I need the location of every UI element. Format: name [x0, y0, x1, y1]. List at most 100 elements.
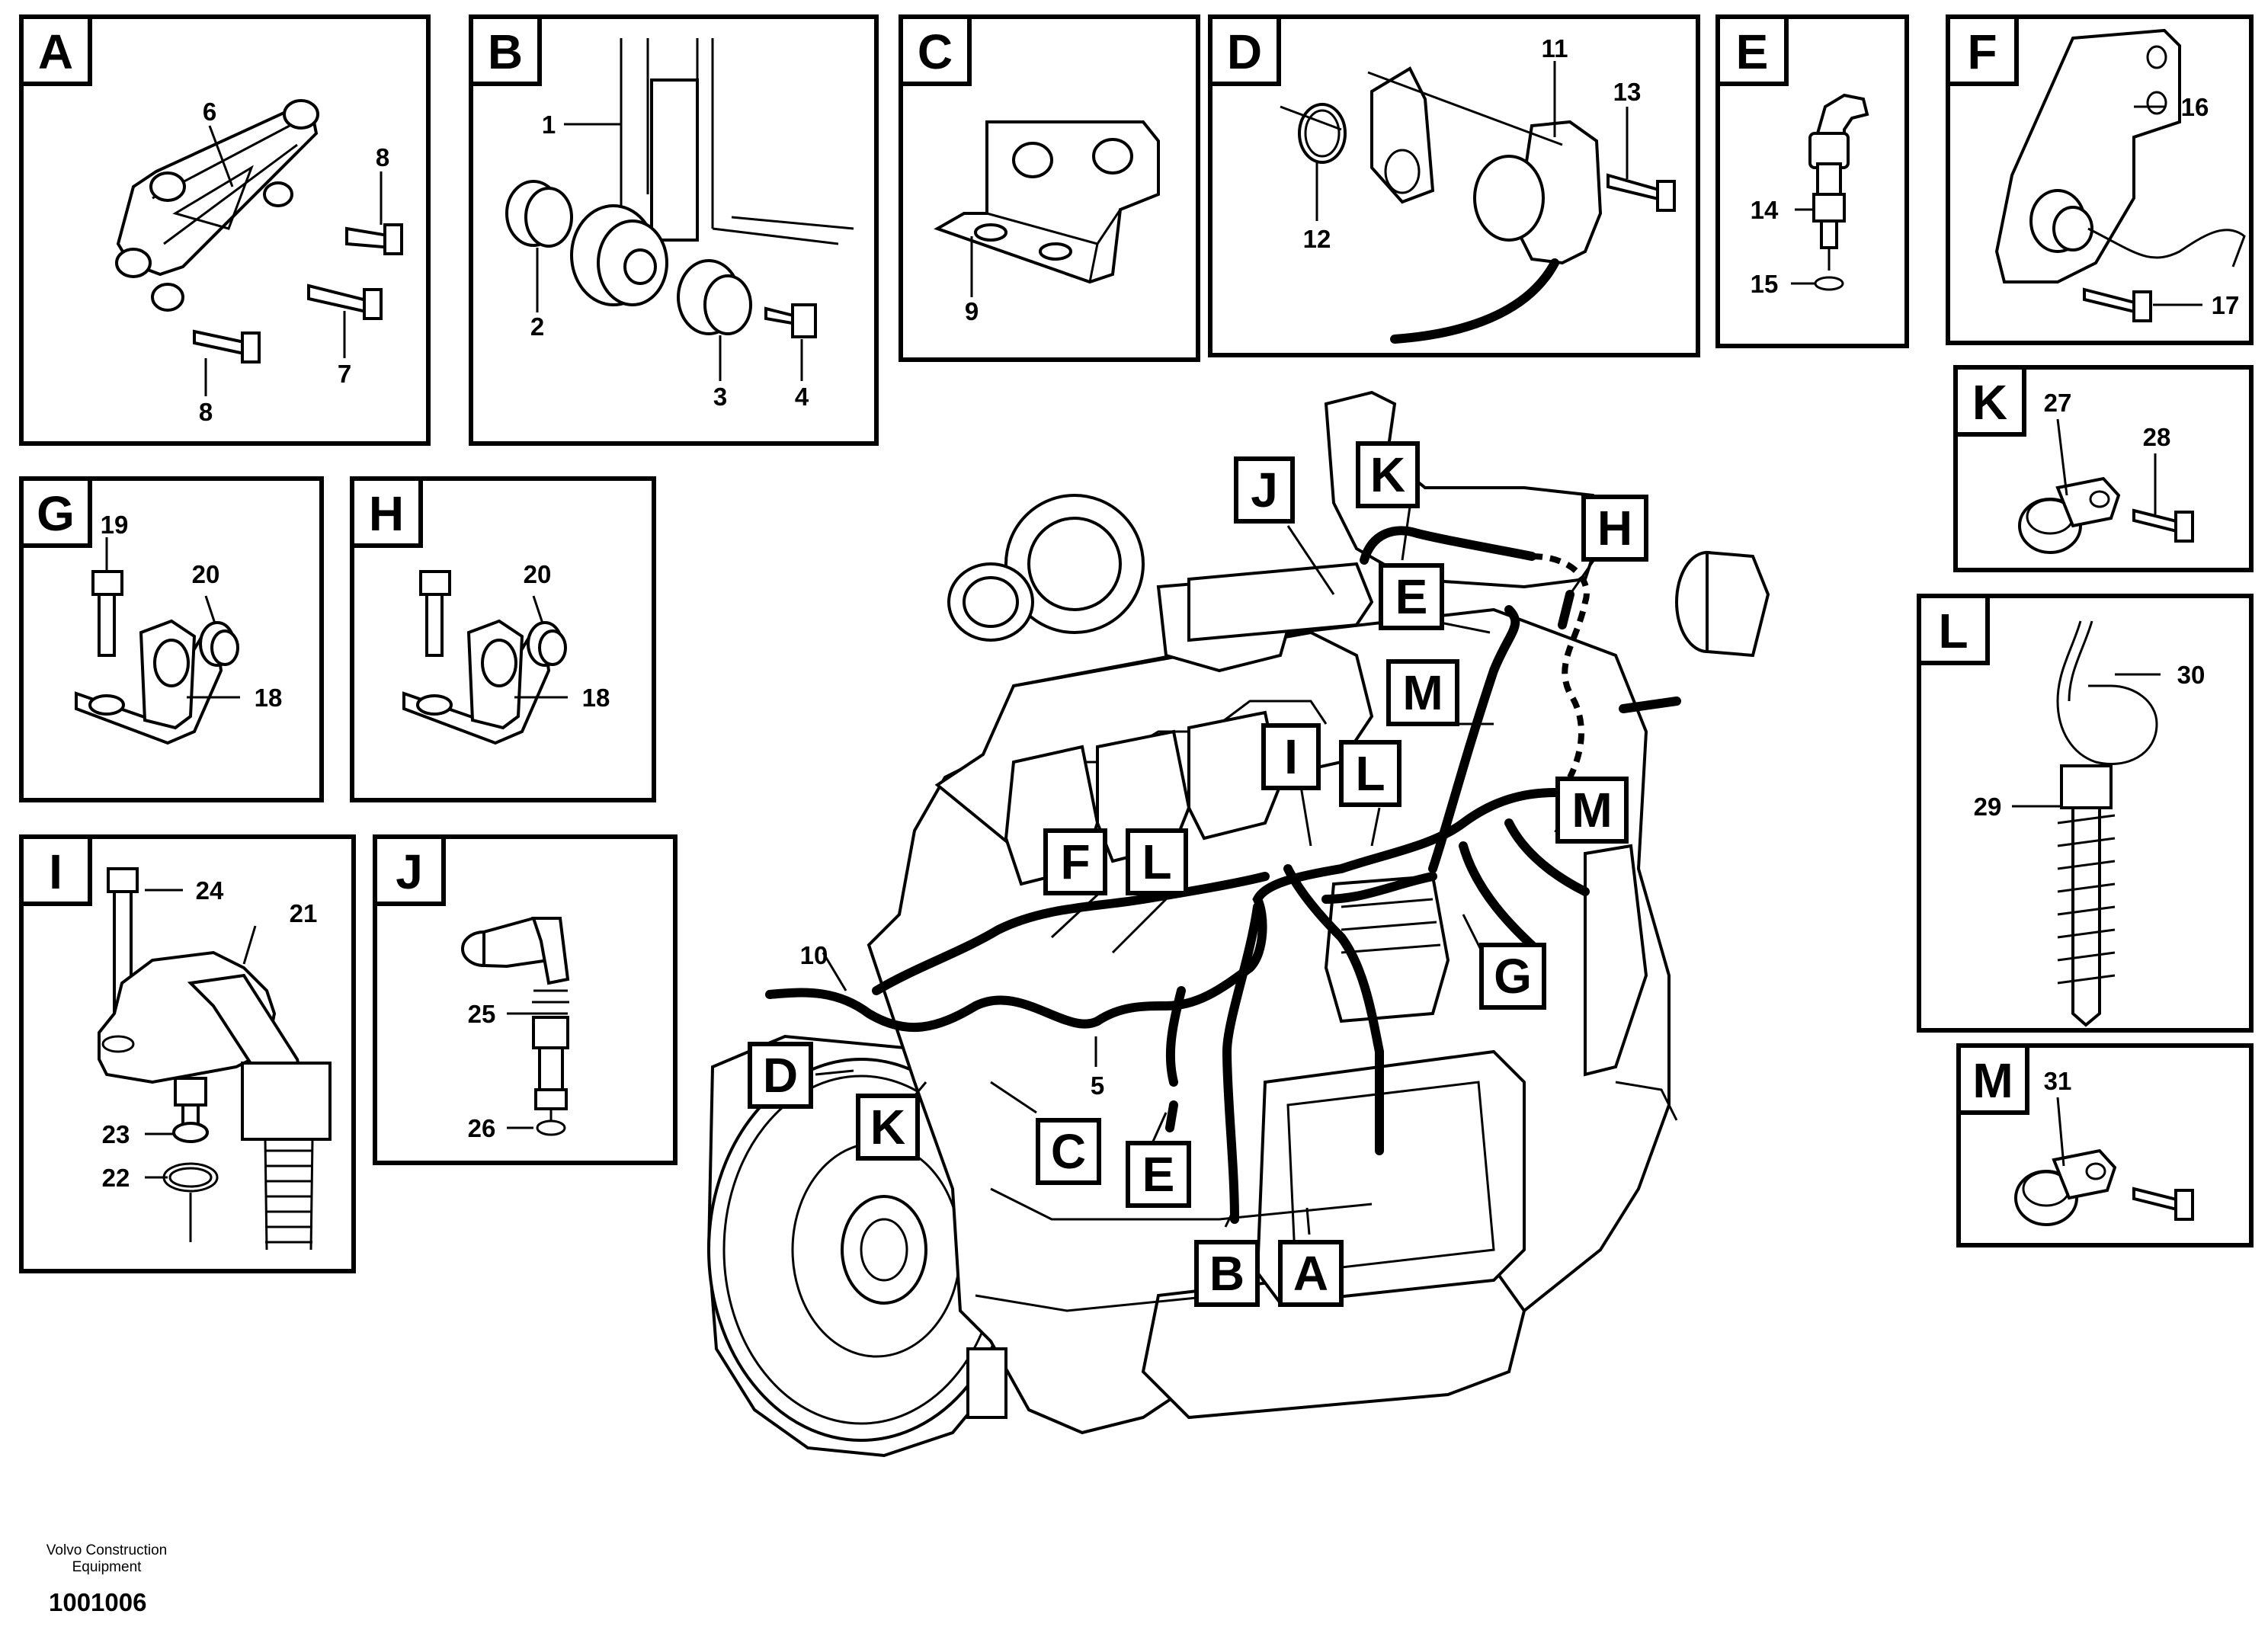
clamp-bolt — [91, 570, 123, 657]
engine-tag-i: I — [1261, 723, 1321, 790]
oil-pressure-sensor — [98, 867, 332, 1251]
cable-clip-m — [2014, 1148, 2117, 1226]
callout-30: 30 — [2177, 661, 2206, 689]
panel-l: L 30 29 — [1917, 594, 2254, 1033]
panel-m-tag: M — [1972, 1053, 2013, 1108]
panel-k-tag: K — [1972, 375, 2007, 430]
svg-text:I: I — [1284, 729, 1298, 784]
svg-text:M: M — [1571, 783, 1612, 838]
cable-clip — [2018, 476, 2121, 554]
callout-11: 11 — [1542, 34, 1568, 62]
engine-tag-e-top: E — [1379, 563, 1444, 630]
engine-callout-10: 10 — [800, 941, 828, 969]
engine-tag-l-left: L — [1126, 828, 1188, 895]
engine-tag-a: A — [1278, 1240, 1344, 1307]
callout-20-h: 20 — [524, 560, 552, 588]
sensor-bolt — [1606, 173, 1676, 212]
svg-text:B: B — [1209, 1246, 1245, 1301]
engine-tag-m-right: M — [1555, 777, 1629, 844]
callout-20: 20 — [192, 560, 220, 588]
callout-31: 31 — [2044, 1067, 2072, 1095]
clip-bolt-m — [2132, 1187, 2194, 1221]
callout-26: 26 — [468, 1114, 496, 1142]
panel-i-tag: I — [49, 844, 62, 899]
panel-d-tag: D — [1227, 24, 1262, 79]
wiring-harness — [765, 526, 1681, 1224]
clip-bolt — [2132, 508, 2194, 543]
svg-text:E: E — [1142, 1147, 1175, 1202]
panel-h-tag: H — [369, 486, 404, 541]
bracket-wall — [620, 38, 854, 245]
engine-tag-m-top: M — [1386, 659, 1459, 726]
rubber-insert-h — [527, 621, 567, 667]
angle-bracket — [934, 120, 1160, 284]
callout-23: 23 — [102, 1120, 130, 1148]
pressure-sensor-connector — [461, 916, 570, 1136]
panel-c-tag: C — [918, 24, 953, 79]
callout-25: 25 — [468, 1000, 496, 1028]
panel-j: J 25 26 — [373, 834, 678, 1165]
callout-19: 19 — [101, 511, 129, 539]
panel-c: C 9 — [899, 14, 1200, 362]
svg-text:L: L — [1355, 746, 1385, 801]
svg-text:J: J — [1251, 463, 1278, 517]
rubber-insert — [199, 621, 239, 667]
panel-m: M 31 — [1956, 1043, 2254, 1247]
clamp-bolt-h — [419, 570, 451, 657]
panel-f: F 16 17 — [1946, 14, 2254, 345]
engine-tag-c: C — [1036, 1118, 1101, 1185]
svg-text:L: L — [1142, 834, 1171, 889]
svg-text:K: K — [870, 1100, 905, 1155]
svg-text:M: M — [1402, 665, 1443, 720]
sensor-plate — [1994, 28, 2246, 283]
svg-text:C: C — [1051, 1124, 1086, 1179]
engine-tag-d: D — [748, 1042, 813, 1109]
svg-text:E: E — [1395, 569, 1428, 624]
callout-18-h: 18 — [582, 684, 610, 712]
engine-mount-bracket — [115, 99, 319, 312]
engine-tag-b: B — [1194, 1240, 1260, 1307]
svg-text:D: D — [763, 1048, 798, 1103]
svg-text:K: K — [1370, 447, 1405, 502]
brand-label: Volvo Construction Equipment — [46, 1542, 168, 1575]
engine-tag-e-bottom: E — [1126, 1141, 1191, 1208]
panel-a-tag: A — [38, 24, 73, 79]
callout-8-lower: 8 — [199, 398, 213, 426]
panel-h: H 20 18 — [350, 476, 656, 802]
callout-18: 18 — [255, 684, 283, 712]
engine-tag-h: H — [1581, 495, 1648, 562]
callout-15: 15 — [1751, 270, 1779, 298]
callout-29: 29 — [1974, 793, 2002, 821]
callout-13: 13 — [1613, 78, 1642, 106]
engine-illustration — [706, 390, 1770, 1458]
callout-14: 14 — [1751, 196, 1779, 224]
callout-2: 2 — [530, 312, 544, 341]
callout-6: 6 — [203, 98, 216, 126]
clamp-bracket — [75, 619, 223, 745]
callout-21: 21 — [290, 899, 318, 927]
panel-j-tag: J — [396, 844, 423, 899]
svg-text:G: G — [1494, 949, 1532, 1004]
callout-4: 4 — [795, 383, 809, 411]
engine-tag-l-top: L — [1339, 740, 1401, 807]
callout-22: 22 — [102, 1164, 130, 1192]
temperature-sensor — [1808, 93, 1869, 291]
rubber-bushing — [505, 180, 752, 335]
mount-bolt — [193, 223, 403, 364]
panel-g: G 19 20 18 — [19, 476, 324, 802]
callout-3: 3 — [713, 383, 727, 411]
panel-e-tag: E — [1736, 24, 1769, 79]
callout-16: 16 — [2181, 93, 2209, 121]
panel-b: B 1 2 3 4 — [469, 14, 879, 446]
callout-1: 1 — [542, 110, 556, 139]
panel-a: A 6 8 7 8 — [19, 14, 431, 446]
engine-callout-5: 5 — [1091, 1071, 1104, 1100]
callout-17: 17 — [2212, 291, 2240, 319]
engine-tag-g: G — [1479, 943, 1546, 1010]
panel-d: D 11 13 12 — [1208, 14, 1700, 357]
callout-24: 24 — [196, 876, 224, 905]
callout-12: 12 — [1303, 225, 1331, 253]
speed-sensor — [1298, 66, 1603, 344]
svg-text:H: H — [1597, 501, 1632, 556]
plate-bolt — [2083, 287, 2152, 322]
